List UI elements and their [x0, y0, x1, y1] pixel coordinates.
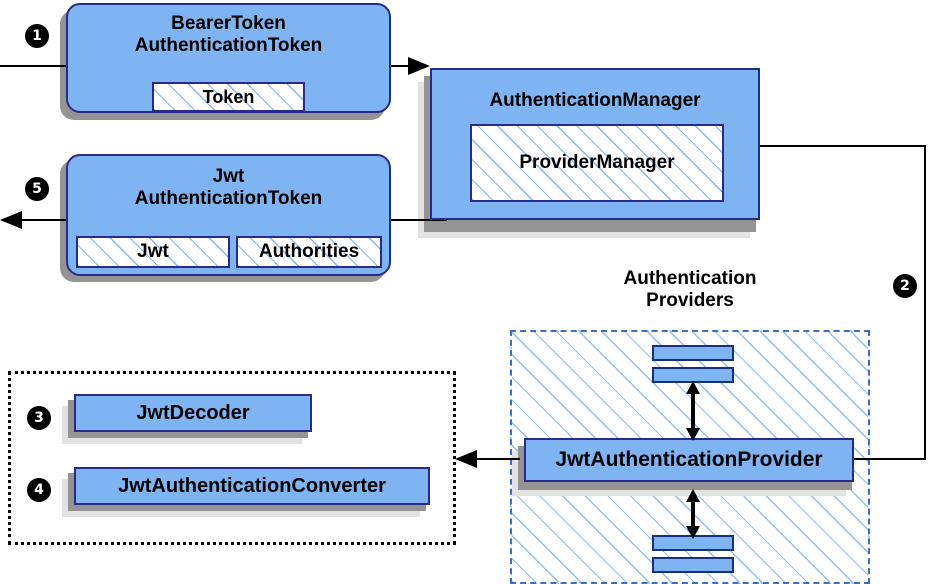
provider-placeholder-bar-4: [652, 557, 734, 573]
step-bullet-3: 3: [28, 407, 50, 429]
node-authentication-manager[interactable]: AuthenticationManager ProviderManager: [430, 68, 760, 220]
node-title: Jwt AuthenticationToken: [134, 166, 323, 209]
provider-placeholder-bar-2: [652, 367, 734, 383]
jwt-support-group-region: [8, 371, 456, 545]
node-title: JwtDecoder: [136, 401, 250, 424]
node-title: AuthenticationManager: [489, 90, 701, 111]
node-title: JwtAuthenticationConverter: [118, 474, 386, 497]
inner-jwt-label: Jwt: [137, 241, 169, 262]
step-bullet-4: 4: [28, 479, 50, 501]
node-title: JwtAuthenticationProvider: [555, 448, 823, 471]
node-jwt-authentication-converter[interactable]: JwtAuthenticationConverter: [74, 467, 430, 505]
inner-jwt[interactable]: Jwt: [76, 236, 230, 268]
provider-placeholder-bar-3: [652, 535, 734, 551]
step-bullet-1: 1: [26, 25, 48, 47]
step-bullet-2: 2: [894, 275, 916, 297]
inner-token-label: Token: [202, 86, 255, 107]
authentication-providers-label: Authentication Providers: [623, 268, 757, 311]
inner-token[interactable]: Token: [152, 82, 305, 112]
node-jwt-authentication-token[interactable]: Jwt AuthenticationToken Jwt Authorities: [66, 154, 391, 276]
node-bearer-token-authentication-token[interactable]: BearerToken AuthenticationToken Token: [66, 3, 391, 113]
step-bullet-5: 5: [26, 178, 48, 200]
inner-provider-manager[interactable]: ProviderManager: [470, 124, 724, 202]
node-jwt-decoder[interactable]: JwtDecoder: [74, 394, 312, 432]
inner-authorities[interactable]: Authorities: [236, 236, 382, 268]
inner-provider-manager-label: ProviderManager: [519, 152, 675, 173]
inner-authorities-label: Authorities: [258, 241, 360, 262]
node-title: BearerToken AuthenticationToken: [134, 13, 323, 56]
provider-placeholder-bar-1: [652, 345, 734, 361]
node-jwt-authentication-provider[interactable]: JwtAuthenticationProvider: [524, 438, 854, 482]
